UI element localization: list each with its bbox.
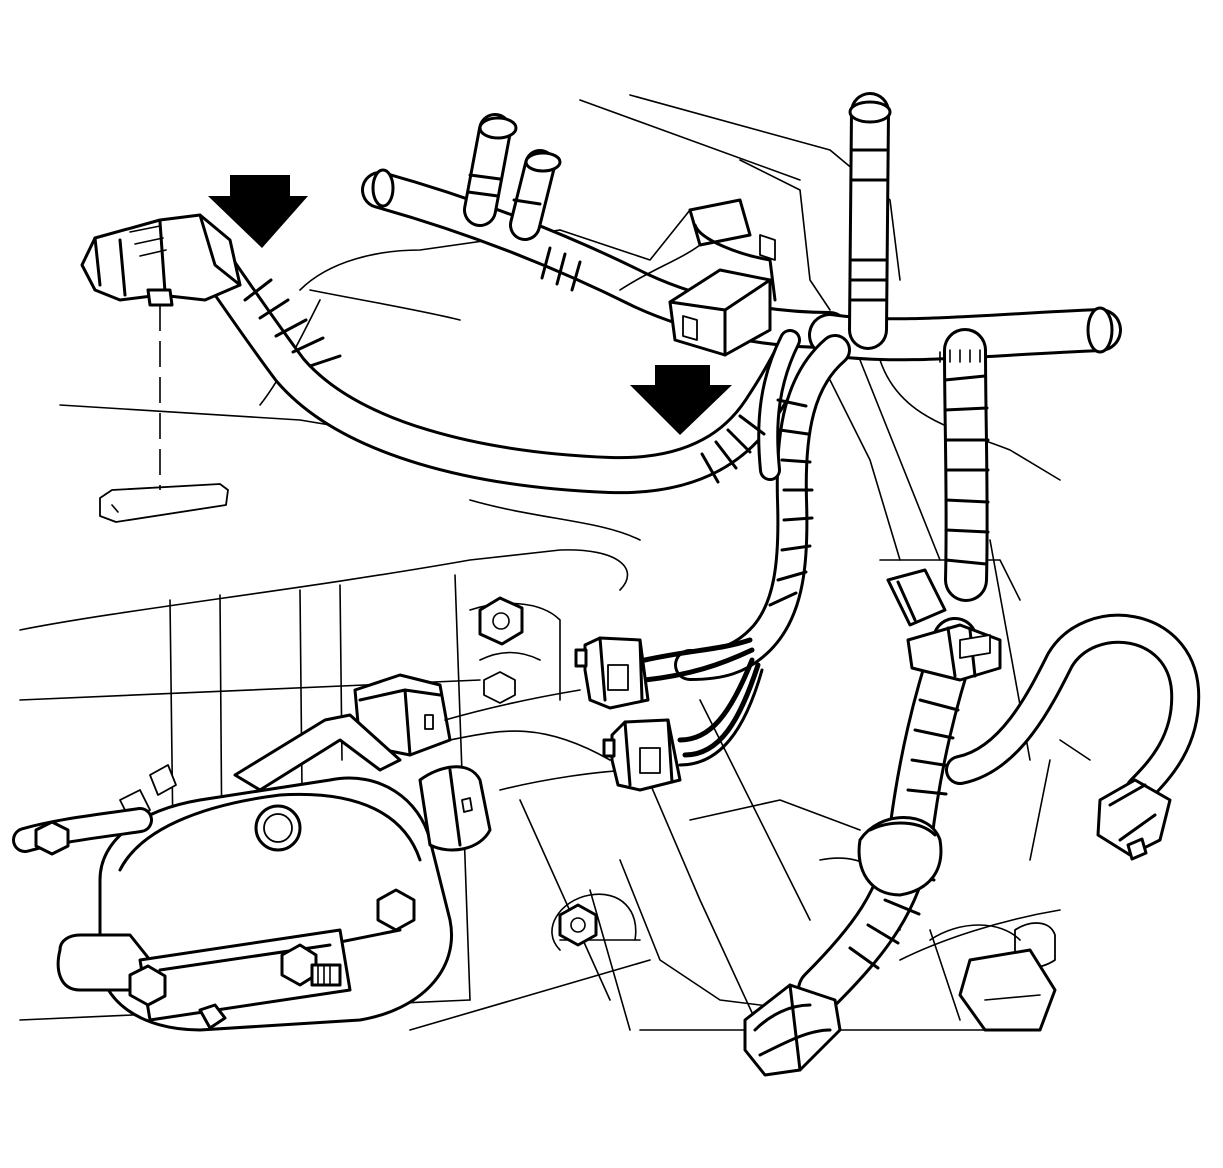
sensor-stud (958, 922, 1057, 1032)
inline-connector-lower (602, 718, 682, 792)
lever-stud (198, 943, 342, 1030)
bolt-1 (478, 596, 524, 646)
grommet (857, 816, 943, 897)
bolts (34, 596, 598, 1007)
mounting-boss (551, 893, 1021, 951)
bolt-3 (34, 820, 70, 856)
mounting-pad (99, 483, 229, 523)
bolt-2 (483, 671, 516, 704)
branch-clip (906, 623, 1002, 682)
clip-retainer (619, 198, 777, 357)
harness-convolute-rings (243, 148, 990, 607)
inline-connector-wires (642, 637, 764, 767)
inline-connector-upper (574, 636, 650, 710)
sensor-connector-bottom (743, 983, 842, 1077)
upper-hoses (371, 100, 1114, 354)
bolt-4 (376, 888, 416, 932)
branch-connector-small (886, 568, 947, 627)
bolt-5 (558, 903, 598, 947)
bolt-6 (128, 964, 167, 1007)
sensor-connector-right (1096, 778, 1172, 861)
bracket-connector (233, 673, 611, 852)
harness-connector-upper-left (80, 213, 242, 307)
arrow-upper-left (208, 175, 308, 248)
arrow-center (630, 365, 732, 435)
